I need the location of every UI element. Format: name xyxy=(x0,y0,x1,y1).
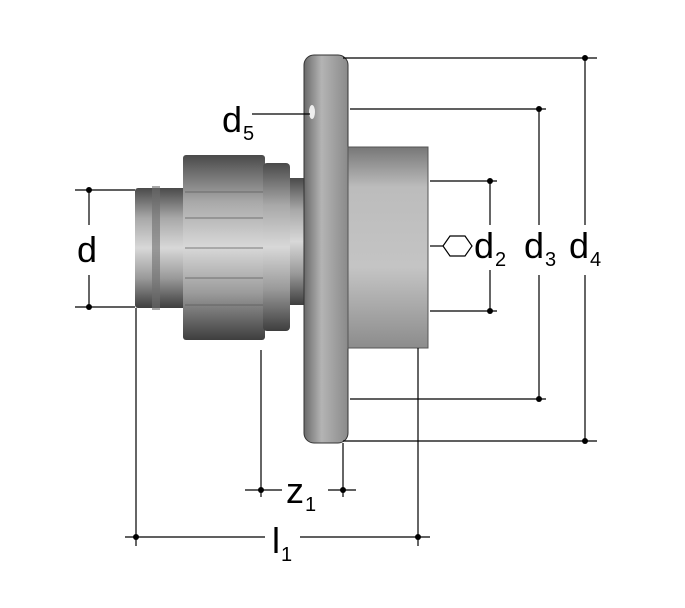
dimension-d: d xyxy=(75,187,135,310)
dimension-l1: l1 xyxy=(125,308,430,566)
neck xyxy=(290,178,306,305)
flange-bolt-hole xyxy=(309,105,315,119)
label-d3: d3 xyxy=(524,225,556,271)
pipe-groove xyxy=(152,186,160,310)
pipe-stub xyxy=(135,188,187,308)
label-d2: d2 xyxy=(474,225,506,271)
dimension-d3: d3 xyxy=(350,106,556,402)
threaded-body xyxy=(347,146,429,349)
dimension-d4: d4 xyxy=(343,55,601,444)
fitting-illustration xyxy=(135,54,429,444)
label-z1: z1 xyxy=(286,470,316,516)
label-d4: d4 xyxy=(569,225,601,271)
dimension-z1: z1 xyxy=(245,350,356,516)
dimension-d5: d5 xyxy=(222,99,310,145)
label-d5: d5 xyxy=(222,99,254,145)
label-d: d xyxy=(77,229,97,270)
marking-ring xyxy=(263,163,290,331)
nut-ribs xyxy=(185,191,263,306)
label-l1: l1 xyxy=(272,520,292,566)
dimension-d2: d2 xyxy=(430,178,506,314)
hexagon-icon xyxy=(442,235,473,257)
